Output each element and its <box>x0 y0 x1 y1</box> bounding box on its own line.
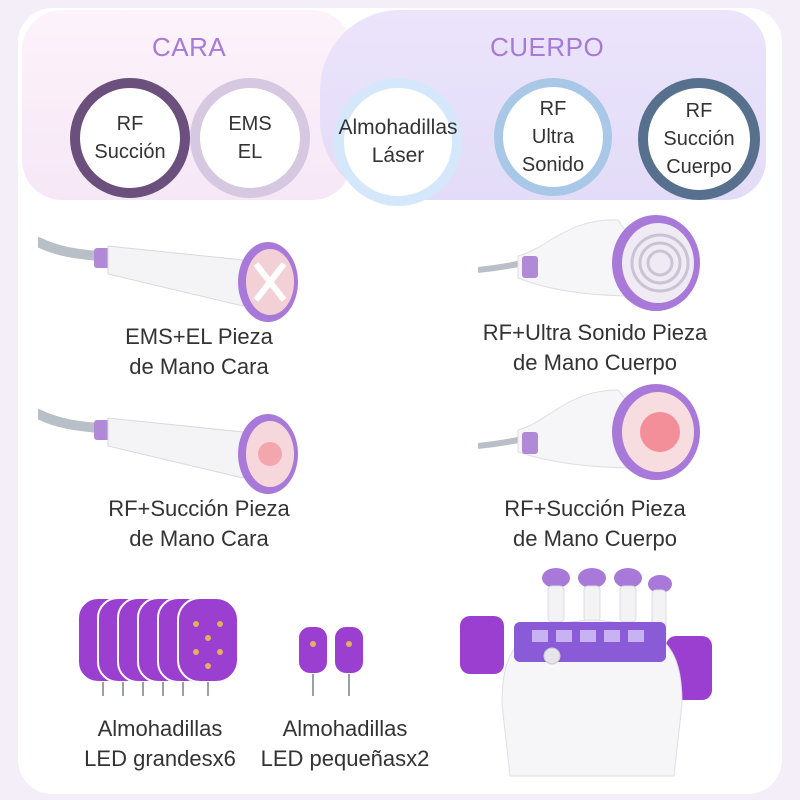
rf-suction-face-caption: RF+Succión Pieza de Mano Cara <box>108 496 290 551</box>
circle-label: RF Succión <box>94 113 166 163</box>
circle-label: EMS EL <box>228 113 272 163</box>
face-category-title: CARA <box>152 32 227 62</box>
large-led-pads-caption: Almohadillas LED grandesx6 <box>84 716 236 771</box>
rf-ultrasound-circle: RF Ultra Sonido <box>494 78 612 196</box>
rf-suction-body-caption: RF+Succión Pieza de Mano Cuerpo <box>504 496 686 551</box>
circle-label: RF Succión Cuerpo <box>663 100 735 178</box>
ems-el-handpiece-image <box>38 237 298 322</box>
small-led-pads-image <box>297 625 365 696</box>
laser-pads-circle: Almohadillas Láser <box>334 78 462 206</box>
large-led-pads-image <box>78 597 239 696</box>
ems-el-circle: EMS EL <box>190 78 310 198</box>
circle-label: Almohadillas Láser <box>338 116 458 167</box>
rf-suction-face-circle: RF Succión <box>70 78 190 198</box>
ems-el-face-caption: EMS+EL Pieza de Mano Cara <box>125 324 273 379</box>
rf-suction-face-handpiece-image <box>38 409 298 494</box>
rf-ultrasound-handpiece-image <box>478 215 700 311</box>
small-led-pads-caption: Almohadillas LED pequeñasx2 <box>260 716 430 771</box>
rf-suction-body-handpiece-image <box>478 384 700 480</box>
rf-suction-body-circle: RF Succión Cuerpo <box>638 78 760 200</box>
machine-image <box>460 568 712 777</box>
rf-ultrasound-body-caption: RF+Ultra Sonido Pieza de Mano Cuerpo <box>482 320 708 375</box>
circle-label: RF Ultra Sonido <box>521 98 585 176</box>
body-category-title: CUERPO <box>490 32 605 62</box>
